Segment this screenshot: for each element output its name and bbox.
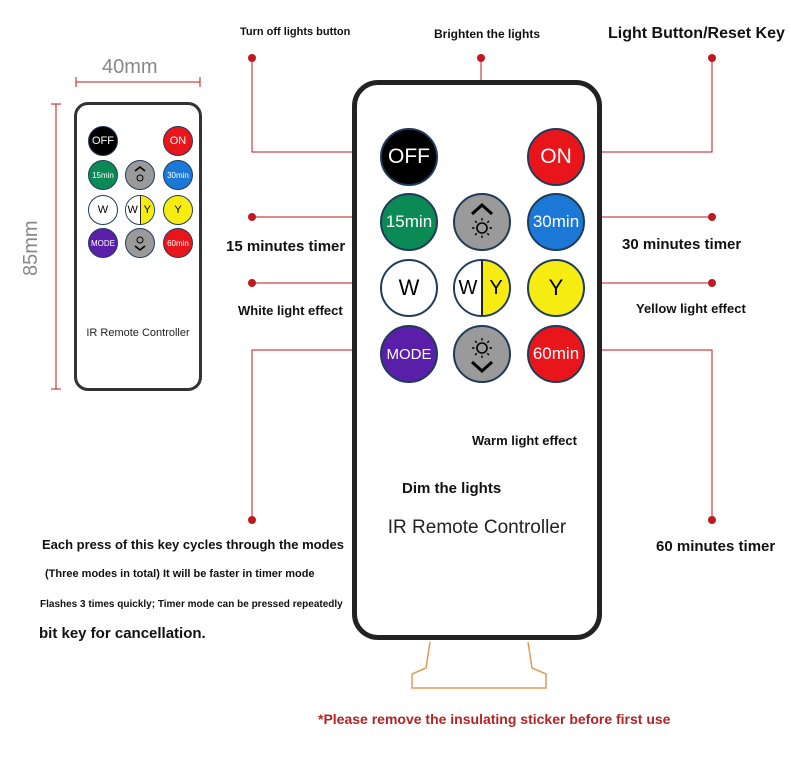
timer-60min-button[interactable]: 60min: [527, 325, 585, 383]
small-y-button: Y: [163, 195, 193, 225]
small-remote: OFF ON 15min 30min W W Y Y MODE 60min IR…: [74, 102, 202, 391]
mode-description-line-4: bit key for cancellation.: [39, 625, 206, 642]
dim-button[interactable]: [453, 325, 511, 383]
dim-label: Dim the lights: [402, 480, 502, 497]
width-dimension-label: 40mm: [102, 56, 158, 78]
yellow-light-label: Yellow light effect: [636, 301, 746, 316]
mode-description-line-1: Each press of this key cycles through th…: [42, 537, 344, 552]
white-light-label: White light effect: [238, 303, 343, 318]
wy-w-label: W: [455, 261, 483, 315]
brightness-down-icon: [470, 338, 494, 374]
small-wy-button: W Y: [125, 195, 155, 225]
small-remote-caption: IR Remote Controller: [86, 327, 190, 339]
mode-description-line-2: (Three modes in total) It will be faster…: [45, 568, 315, 580]
brighten-label: Brighten the lights: [434, 27, 540, 41]
small-off-button: OFF: [88, 126, 118, 156]
small-15min-button: 15min: [88, 160, 118, 190]
small-60min-button: 60min: [163, 228, 193, 258]
turn-off-label: Turn off lights button: [240, 26, 351, 38]
light-reset-label: Light Button/Reset Key: [608, 25, 785, 42]
remote-caption: IR Remote Controller: [387, 517, 567, 538]
white-light-button[interactable]: W: [380, 259, 438, 317]
timer-30-label: 30 minutes timer: [622, 236, 742, 253]
warm-light-button[interactable]: W Y: [453, 259, 511, 317]
small-on-button: ON: [163, 126, 193, 156]
small-mode-button: MODE: [88, 228, 118, 258]
small-dim-button: [125, 228, 155, 258]
timer-15-label: 15 minutes timer: [226, 238, 346, 255]
height-dimension-label: 85mm: [20, 220, 42, 276]
brighten-button[interactable]: [453, 193, 511, 251]
yellow-light-button[interactable]: Y: [527, 259, 585, 317]
timer-15min-button[interactable]: 15min: [380, 193, 438, 251]
small-wy-y-label: Y: [140, 196, 154, 224]
brightness-down-icon: [134, 236, 146, 252]
mode-button[interactable]: MODE: [380, 325, 438, 383]
on-button[interactable]: ON: [527, 128, 585, 186]
large-remote: OFF ON 15min 30min W W Y Y MODE: [352, 80, 602, 640]
wy-y-label: Y: [483, 261, 509, 315]
small-30min-button: 30min: [163, 160, 193, 190]
mode-description-line-3: Flashes 3 times quickly; Timer mode can …: [40, 599, 343, 610]
small-w-button: W: [88, 195, 118, 225]
timer-60-label: 60 minutes timer: [656, 538, 776, 555]
insulating-sticker-notice: *Please remove the insulating sticker be…: [318, 711, 671, 727]
small-brighten-button: [125, 160, 155, 190]
brightness-up-icon: [470, 202, 494, 238]
off-button[interactable]: OFF: [380, 128, 438, 186]
small-wy-w-label: W: [126, 196, 141, 224]
timer-30min-button[interactable]: 30min: [527, 193, 585, 251]
warm-light-label: Warm light effect: [472, 433, 577, 448]
brightness-up-icon: [134, 166, 146, 182]
